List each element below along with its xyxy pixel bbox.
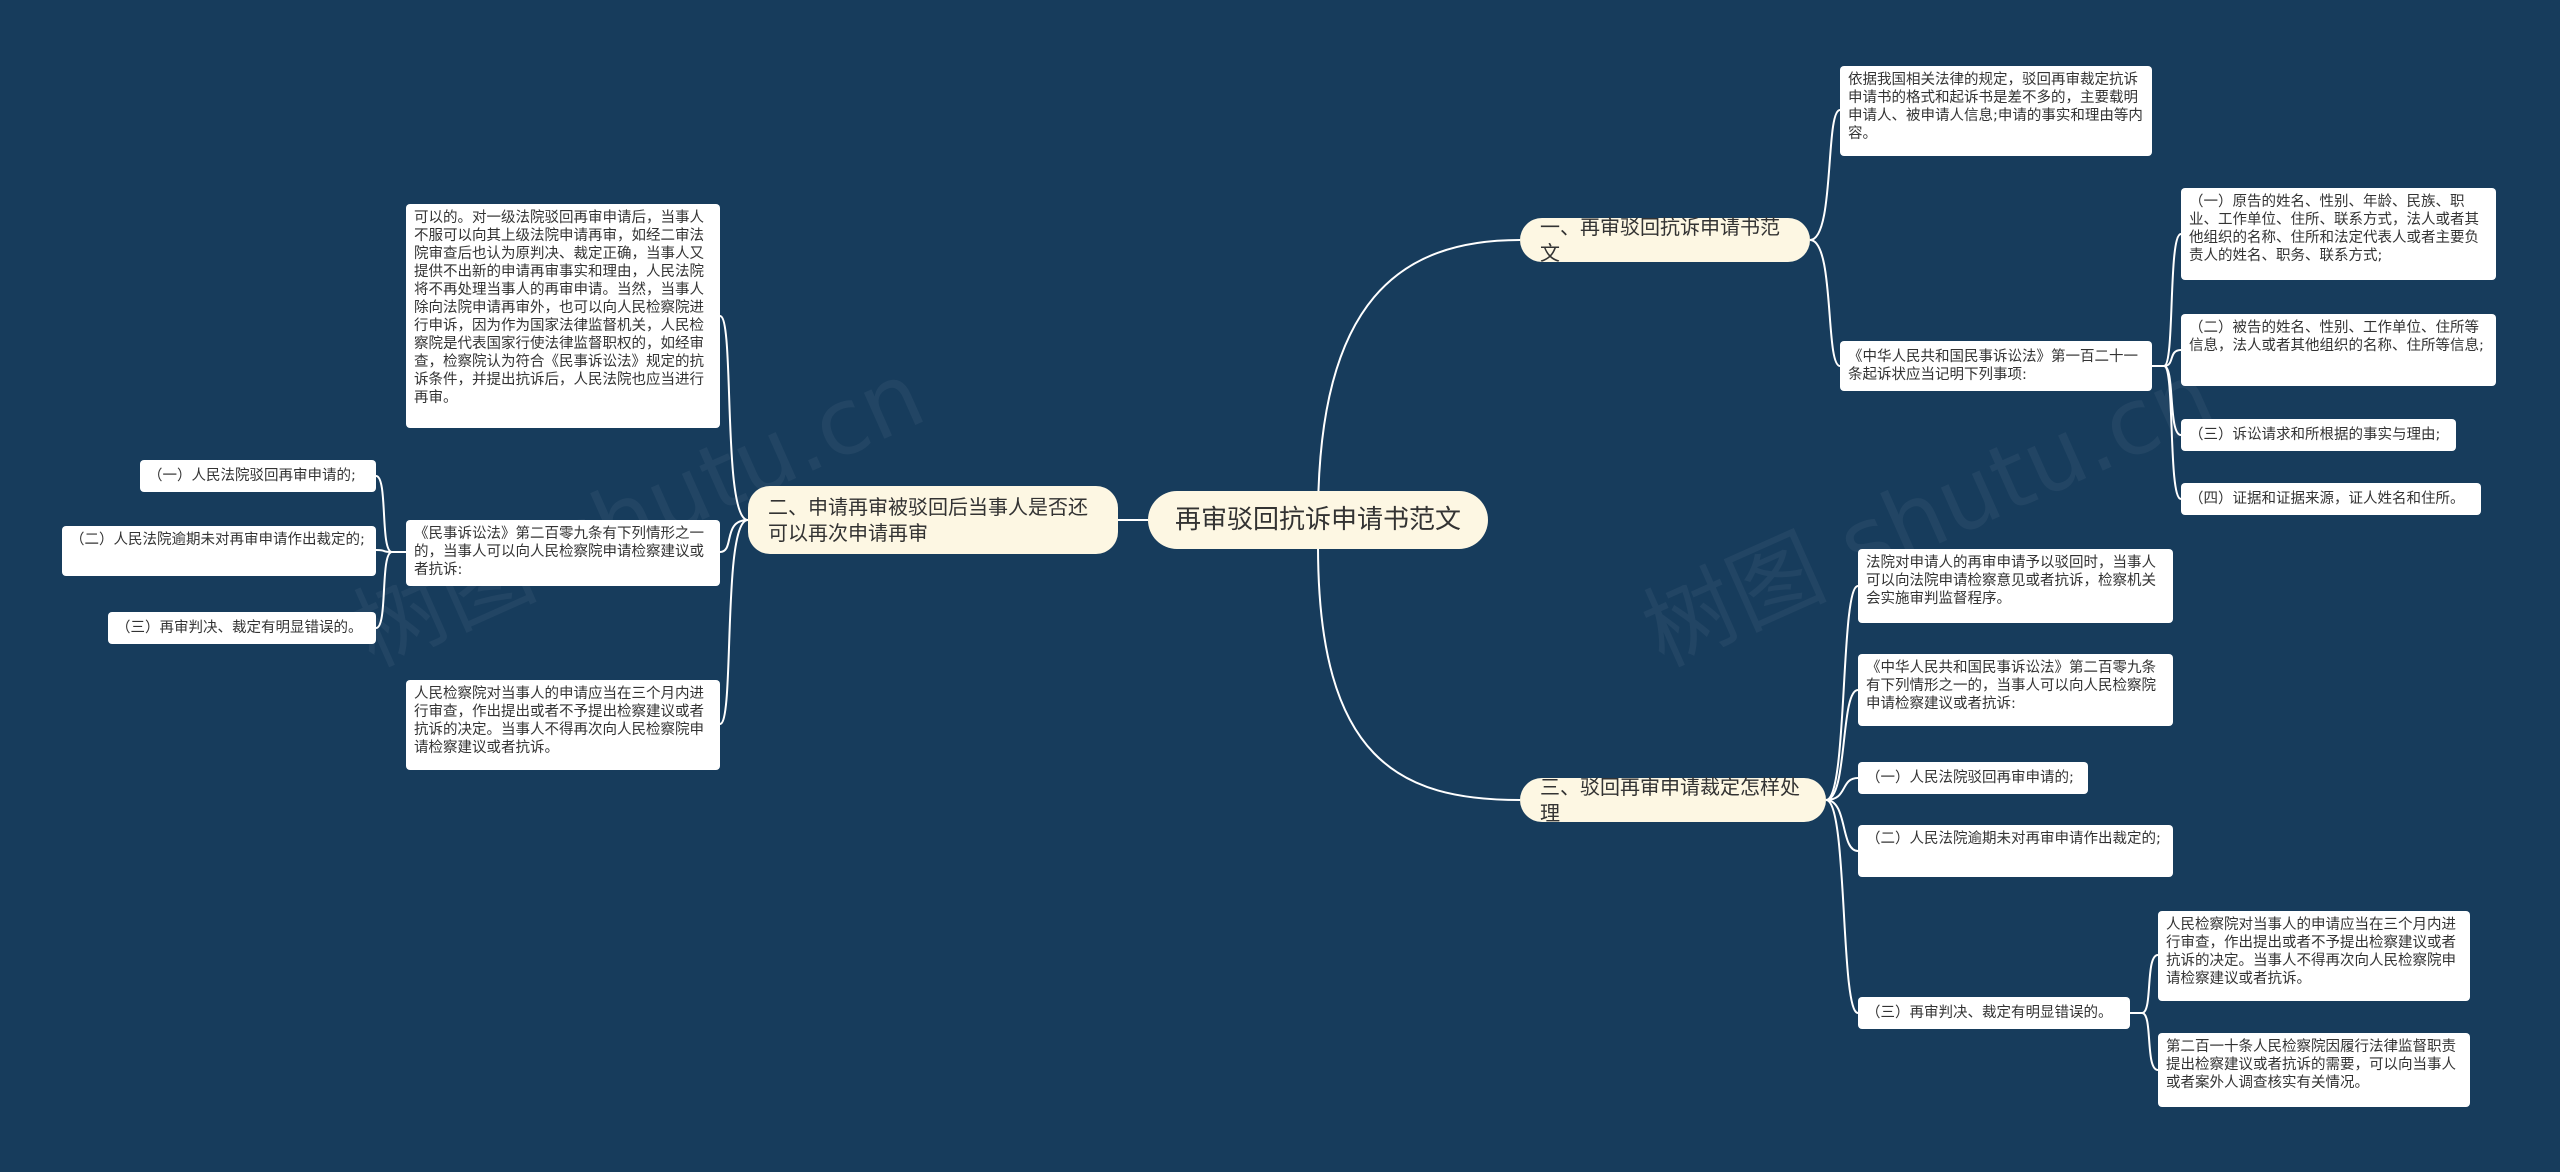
- b1-item-3[interactable]: （三）诉讼请求和所根据的事实与理由;: [2181, 419, 2456, 451]
- link-b2-item2: [375, 549, 393, 553]
- b1-item-2[interactable]: （二）被告的姓名、性别、工作单位、住所等信息，法人或者其他组织的名称、住所等信息…: [2181, 314, 2496, 386]
- link-b2-p1: [719, 315, 749, 521]
- branch-node-1[interactable]: 一、再审驳回抗诉申请书范文: [1520, 215, 1810, 265]
- branch-node-2[interactable]: 二、申请再审被驳回后当事人是否还可以再次申请再审: [748, 486, 1118, 554]
- link-b3-sub1: [2141, 954, 2159, 1014]
- link-b3-item2: [1825, 799, 1859, 852]
- b2-p1-node[interactable]: 可以的。对一级法院驳回再审申请后，当事人不服可以向其上级法院申请再审，如经二审法…: [406, 204, 720, 428]
- b3-sub-2[interactable]: 第二百一十条人民检察院因履行法律监督职责提出检察建议或者抗诉的需要，可以向当事人…: [2158, 1033, 2470, 1107]
- link-b1-item4: [2163, 365, 2182, 500]
- link-b3-item1: [1825, 777, 1859, 801]
- link-b1-item2: [2163, 349, 2182, 367]
- b2-item-2[interactable]: （二）人民法院逾期未对再审申请作出裁定的;: [62, 526, 376, 576]
- b3-item-1[interactable]: （一）人民法院驳回再审申请的;: [1858, 762, 2088, 794]
- link-b2-law: [719, 519, 749, 553]
- link-b1-law: [1809, 239, 1841, 367]
- link-b2-item3: [375, 551, 393, 629]
- link-b3-law: [1825, 689, 1859, 801]
- link-b2-item1: [375, 475, 393, 553]
- link-b3-sub2: [2141, 1012, 2159, 1071]
- branch-node-3[interactable]: 三、驳回再审申请裁定怎样处理: [1520, 775, 1826, 825]
- b2-item-1[interactable]: （一）人民法院驳回再审申请的;: [140, 460, 376, 492]
- link-root-branch1: [1317, 239, 1521, 519]
- b3-item-3[interactable]: （三）再审判决、裁定有明显错误的。: [1858, 997, 2130, 1029]
- link-b3-item3: [1825, 799, 1859, 1014]
- b1-intro-node[interactable]: 依据我国相关法律的规定，驳回再审裁定抗诉申请书的格式和起诉书是差不多的，主要载明…: [1840, 66, 2152, 156]
- root-node[interactable]: 再审驳回抗诉申请书范文: [1148, 491, 1488, 549]
- link-b2-p3: [719, 519, 749, 725]
- b1-item-1[interactable]: （一）原告的姓名、性别、年龄、民族、职业、工作单位、住所、联系方式，法人或者其他…: [2181, 188, 2496, 280]
- b3-p1-node[interactable]: 法院对申请人的再审申请予以驳回时，当事人可以向法院申请检察意见或者抗诉，检察机关…: [1858, 549, 2173, 623]
- b2-p3-node[interactable]: 人民检察院对当事人的申请应当在三个月内进行审查，作出提出或者不予提出检察建议或者…: [406, 680, 720, 770]
- b2-law-node[interactable]: 《民事诉讼法》第二百零九条有下列情形之一的，当事人可以向人民检察院申请检察建议或…: [406, 520, 720, 586]
- b3-item-2[interactable]: （二）人民法院逾期未对再审申请作出裁定的;: [1858, 825, 2173, 877]
- b3-sub-1[interactable]: 人民检察院对当事人的申请应当在三个月内进行审查，作出提出或者不予提出检察建议或者…: [2158, 911, 2470, 1001]
- link-b3-p1: [1825, 585, 1859, 801]
- link-root-branch2: [1317, 545, 1521, 801]
- link-b1-intro: [1809, 109, 1841, 241]
- link-b1-item3: [2163, 365, 2182, 436]
- b3-law-node[interactable]: 《中华人民共和国民事诉讼法》第二百零九条有下列情形之一的，当事人可以向人民检察院…: [1858, 654, 2173, 726]
- b1-item-4[interactable]: （四）证据和证据来源，证人姓名和住所。: [2181, 483, 2481, 515]
- b2-item-3[interactable]: （三）再审判决、裁定有明显错误的。: [108, 612, 376, 644]
- b1-law-node[interactable]: 《中华人民共和国民事诉讼法》第一百二十一条起诉状应当记明下列事项:: [1840, 341, 2152, 391]
- link-b1-item1: [2163, 233, 2182, 367]
